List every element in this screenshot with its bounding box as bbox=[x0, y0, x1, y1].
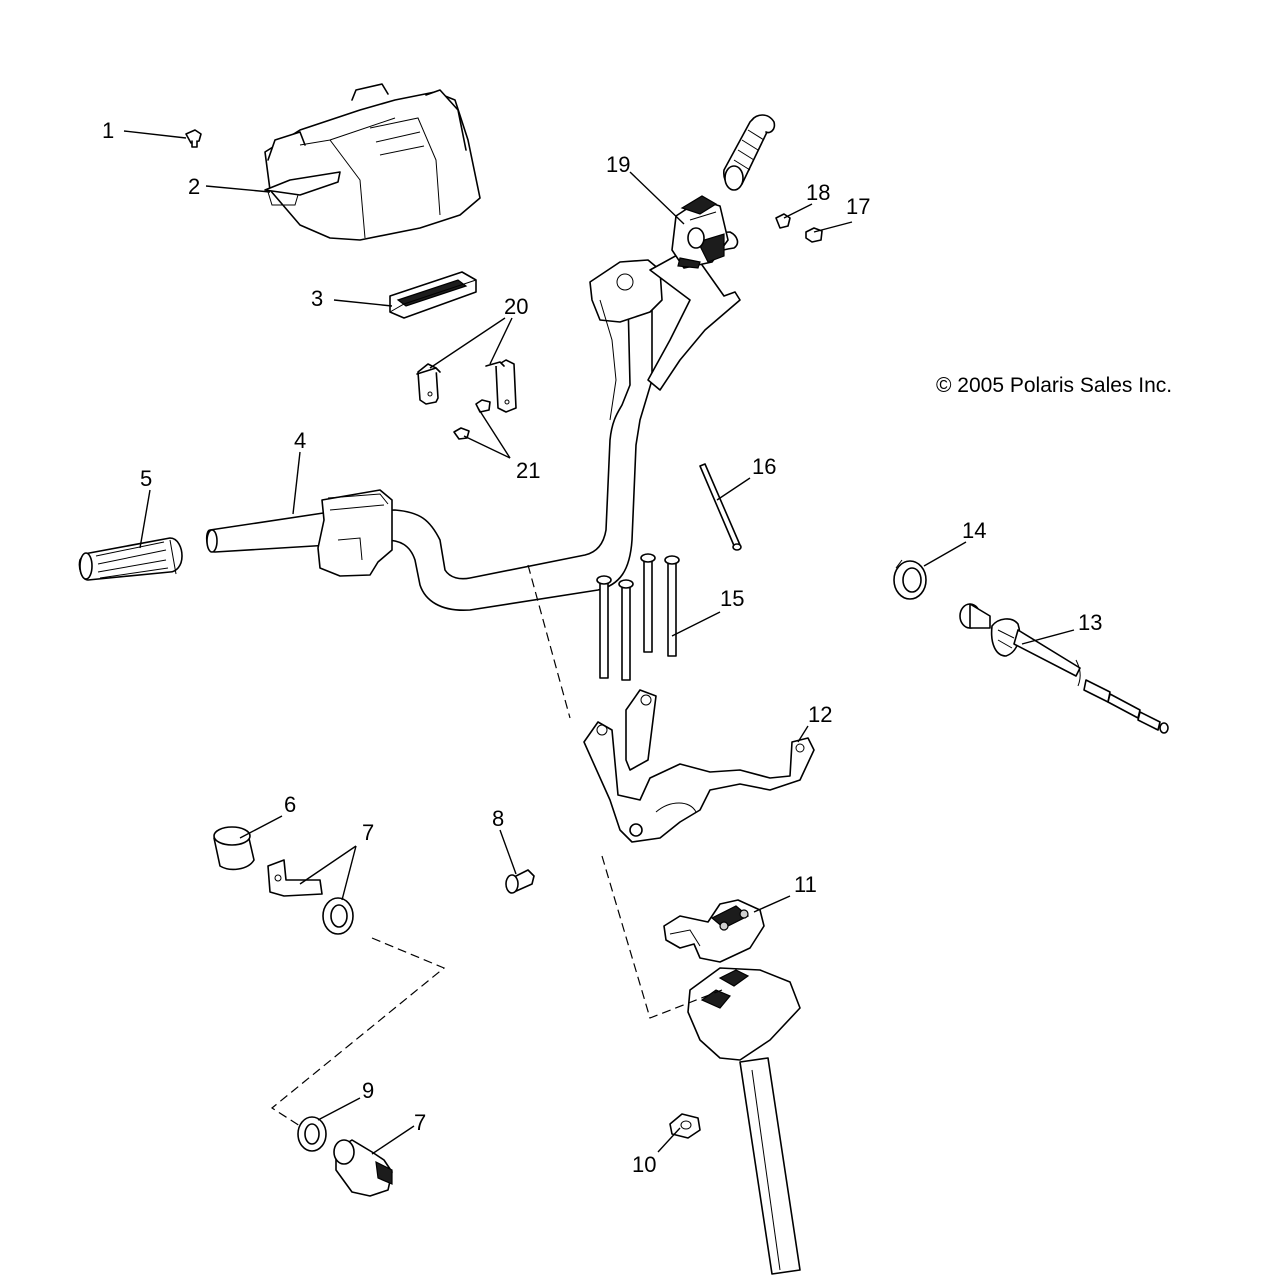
part-20-brackets bbox=[416, 359, 517, 413]
callout-14: 14 bbox=[962, 518, 986, 543]
callout-17: 17 bbox=[846, 194, 870, 219]
part-3-display-panel bbox=[389, 271, 477, 319]
part-7-switch bbox=[333, 1139, 393, 1197]
callout-5: 5 bbox=[140, 466, 152, 491]
part-9-washer bbox=[297, 1116, 327, 1152]
assembly-lines bbox=[270, 564, 723, 1127]
callout-1: 1 bbox=[102, 118, 114, 143]
part-12-bracket bbox=[583, 689, 815, 843]
part-4-handlebar bbox=[205, 231, 741, 611]
part-16-pin bbox=[699, 463, 742, 551]
part-10-nut bbox=[669, 1113, 701, 1139]
part-1-screw bbox=[185, 129, 202, 148]
callout-9: 9 bbox=[362, 1078, 374, 1103]
part-11-clamp bbox=[663, 899, 765, 963]
steering-post bbox=[687, 967, 801, 1275]
callout-11: 11 bbox=[794, 872, 817, 897]
callout-10: 10 bbox=[632, 1152, 656, 1177]
callout-19: 19 bbox=[606, 152, 630, 177]
part-15-bolts bbox=[596, 553, 680, 681]
part-7-ring bbox=[322, 897, 354, 935]
callout-4: 4 bbox=[294, 428, 306, 453]
callout-13: 13 bbox=[1078, 610, 1102, 635]
part-7-tab bbox=[267, 859, 323, 897]
callout-7-lower: 7 bbox=[414, 1110, 426, 1135]
part-5-left-grip bbox=[78, 537, 183, 581]
callout-6: 6 bbox=[284, 792, 296, 817]
callout-8: 8 bbox=[492, 806, 504, 831]
callout-2: 2 bbox=[188, 174, 200, 199]
part-8-screw bbox=[505, 869, 535, 894]
callout-7: 7 bbox=[362, 820, 374, 845]
callout-15: 15 bbox=[720, 586, 744, 611]
callout-18: 18 bbox=[806, 180, 830, 205]
part-19-throttle-switch bbox=[671, 195, 729, 269]
callout-20: 20 bbox=[504, 294, 528, 319]
right-grip bbox=[723, 114, 776, 191]
copyright-notice: © 2005 Polaris Sales Inc. bbox=[936, 374, 1173, 397]
callout-21: 21 bbox=[516, 458, 540, 483]
callout-16: 16 bbox=[752, 454, 776, 479]
part-13-cable bbox=[959, 603, 1169, 734]
part-6-cap bbox=[213, 826, 255, 871]
part-14-grommet bbox=[893, 559, 927, 600]
callout-3: 3 bbox=[311, 286, 323, 311]
part-2-handlebar-cover bbox=[264, 83, 481, 241]
leader-lines bbox=[123, 130, 1075, 1155]
callout-labels: 1 2 3 4 5 6 7 8 9 10 11 12 13 14 15 16 1… bbox=[102, 118, 1102, 1177]
callout-12: 12 bbox=[808, 702, 832, 727]
